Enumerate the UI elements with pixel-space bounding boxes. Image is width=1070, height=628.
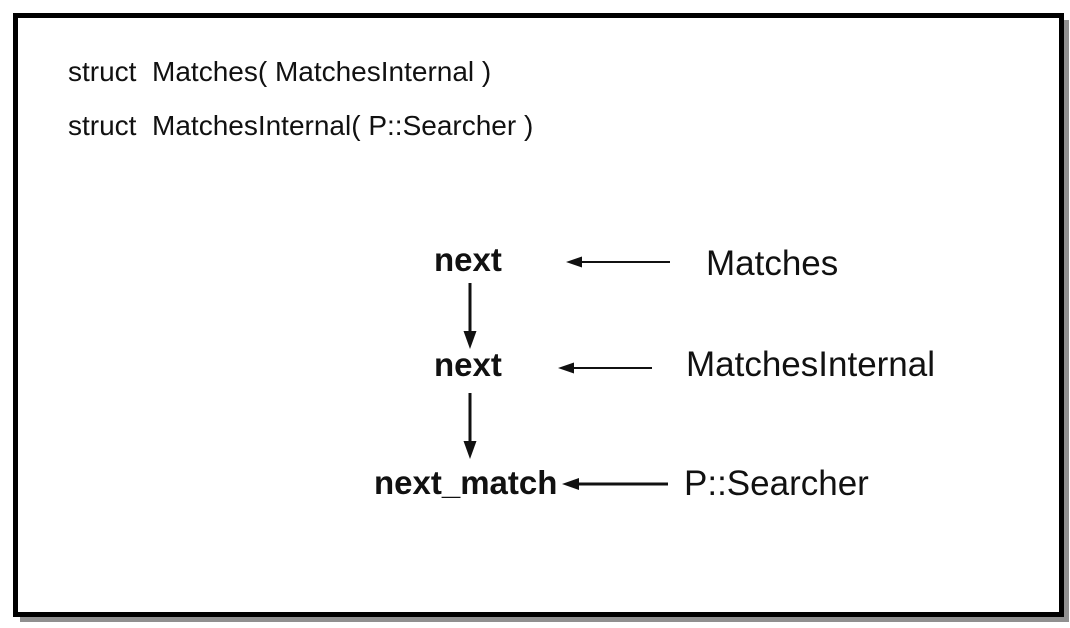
left-arrow-matches-icon xyxy=(566,256,670,268)
struct-label-matchesinternal: MatchesInternal xyxy=(686,345,936,384)
call-label-next-match: next_match xyxy=(374,464,558,501)
diagram-frame xyxy=(13,13,1064,617)
call-label-next-1: next xyxy=(434,241,502,278)
left-arrow-matchesinternal-icon xyxy=(558,362,652,374)
down-arrow-1-icon xyxy=(463,283,477,349)
struct-label-matches: Matches xyxy=(706,244,839,283)
down-arrow-2-icon xyxy=(463,393,477,459)
struct-declaration-matches: struct Matches( MatchesInternal ) xyxy=(68,56,492,87)
struct-label-p-searcher: P::Searcher xyxy=(684,464,869,503)
left-arrow-psearcher-icon xyxy=(562,478,668,490)
struct-declaration-matchesinternal: struct MatchesInternal( P::Searcher ) xyxy=(68,110,534,141)
call-label-next-2: next xyxy=(434,346,502,383)
